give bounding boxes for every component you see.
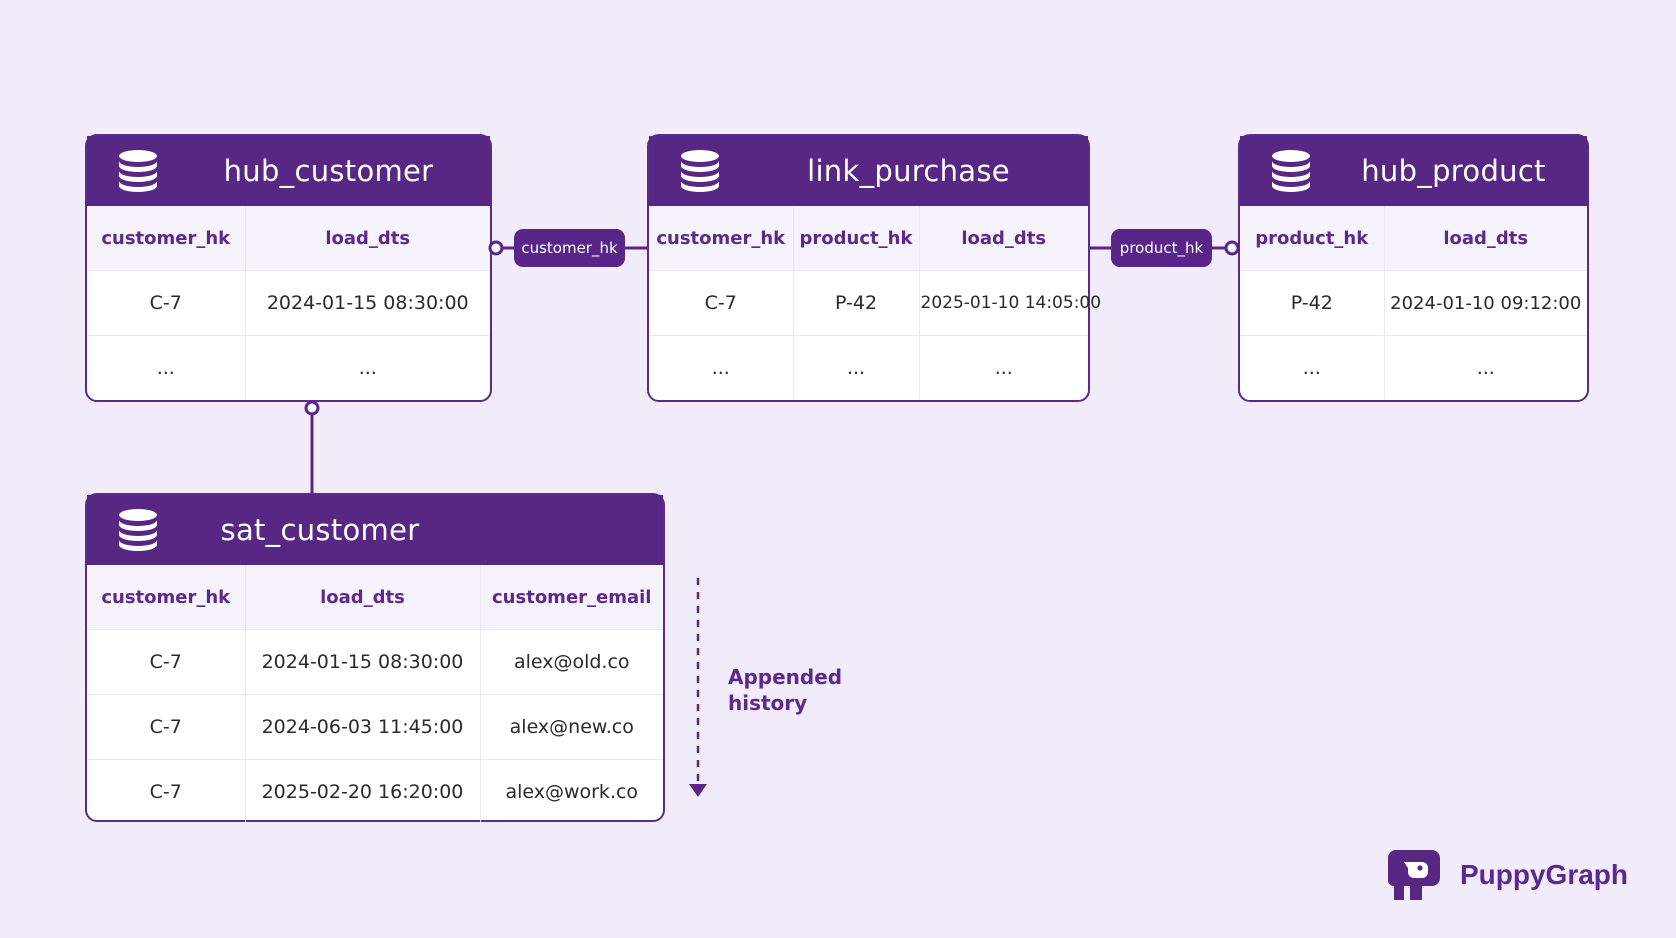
table-cell: 2024-06-03 11:45:00	[245, 694, 481, 760]
column-header: load_dts	[1384, 206, 1587, 271]
table-cell: ...	[87, 335, 246, 400]
appended-history-annotation: Appended history	[728, 664, 842, 716]
link-purchase-header: link_purchase	[649, 136, 1088, 206]
table-cell: ...	[1476, 357, 1495, 379]
annotation-line: Appended	[728, 665, 843, 689]
sat-customer-header: sat_customer	[87, 495, 663, 565]
database-icon	[119, 509, 157, 551]
table-row: ... ...	[87, 335, 490, 400]
column-header: load_dts	[245, 206, 490, 271]
table-cell: 2024-01-15 08:30:00	[245, 270, 490, 336]
table-row: C-7 2024-01-15 08:30:00	[87, 270, 490, 336]
table-cell: C-7	[649, 270, 794, 336]
table-cell: 2024-01-10 09:12:00	[1384, 270, 1587, 336]
hub-customer-table: hub_customer customer_hk load_dts C-7 20…	[85, 134, 492, 402]
table-row: C-7 2024-06-03 11:45:00 alex@new.co	[87, 694, 663, 760]
table-row: C-7 P-42 2025-01-10 14:05:00	[649, 270, 1101, 336]
table-row: P-42 2024-01-10 09:12:00	[1240, 270, 1587, 336]
product-link-endpoint	[1224, 240, 1240, 256]
table-cell: ...	[1240, 335, 1385, 400]
hub-customer-header: hub_customer	[87, 136, 490, 206]
database-icon	[1272, 150, 1310, 192]
column-header: product_hk	[1240, 206, 1385, 271]
table-cell: alex@old.co	[480, 629, 663, 695]
satellite-link-endpoint	[304, 400, 320, 416]
column-header: load_dts	[245, 565, 481, 630]
table-cell: 2025-02-20 16:20:00	[245, 759, 481, 824]
database-icon	[119, 150, 157, 192]
database-icon	[681, 150, 719, 192]
table-title: sat_customer	[220, 513, 420, 547]
table-cell: ...	[793, 335, 920, 400]
table-title: hub_product	[1361, 154, 1546, 188]
table-cell: C-7	[87, 629, 246, 695]
column-header: customer_hk	[87, 565, 246, 630]
table-row: C-7 2024-01-15 08:30:00 alex@old.co	[87, 629, 663, 695]
table-cell: C-7	[87, 270, 246, 336]
customer-hk-link-label: customer_hk	[514, 229, 625, 267]
history-arrow-head	[689, 784, 707, 797]
table-cell: C-7	[87, 694, 246, 760]
table-cell: 2025-01-10 14:05:00	[919, 270, 1101, 336]
link-purchase-table: link_purchase customer_hk product_hk loa…	[647, 134, 1101, 402]
table-row: ... ... ...	[649, 335, 1088, 400]
table-cell: 2024-01-15 08:30:00	[245, 629, 481, 695]
table-cell: alex@work.co	[505, 781, 639, 803]
table-cell: ...	[994, 357, 1013, 379]
table-row: C-7 2025-02-20 16:20:00 alex@work.co	[87, 759, 663, 824]
annotation-line: history	[728, 691, 808, 715]
table-cell: P-42	[793, 270, 920, 336]
column-header: customer_hk	[649, 206, 794, 271]
hub-product-table: hub_product product_hk load_dts P-42 202…	[1238, 134, 1589, 402]
product-hk-link-label: product_hk	[1111, 229, 1212, 267]
brand-logo: PuppyGraph	[1384, 845, 1628, 905]
sat-customer-table: sat_customer customer_hk load_dts custom…	[85, 493, 665, 824]
column-header: customer_email	[480, 565, 663, 630]
column-header: product_hk	[793, 206, 920, 271]
table-cell: P-42	[1240, 270, 1385, 336]
brand-name: PuppyGraph	[1460, 859, 1629, 890]
table-row: ... ...	[1240, 335, 1587, 400]
table-cell: C-7	[87, 759, 246, 824]
table-cell: ...	[358, 357, 377, 379]
table-title: hub_customer	[223, 154, 434, 188]
column-header: customer_hk	[87, 206, 246, 271]
hub-product-header: hub_product	[1240, 136, 1587, 206]
puppygraph-logo-icon	[1388, 850, 1440, 900]
column-header: load_dts	[919, 206, 1088, 271]
table-cell: ...	[649, 335, 794, 400]
table-title: link_purchase	[807, 154, 1010, 188]
table-cell: alex@new.co	[480, 694, 663, 760]
